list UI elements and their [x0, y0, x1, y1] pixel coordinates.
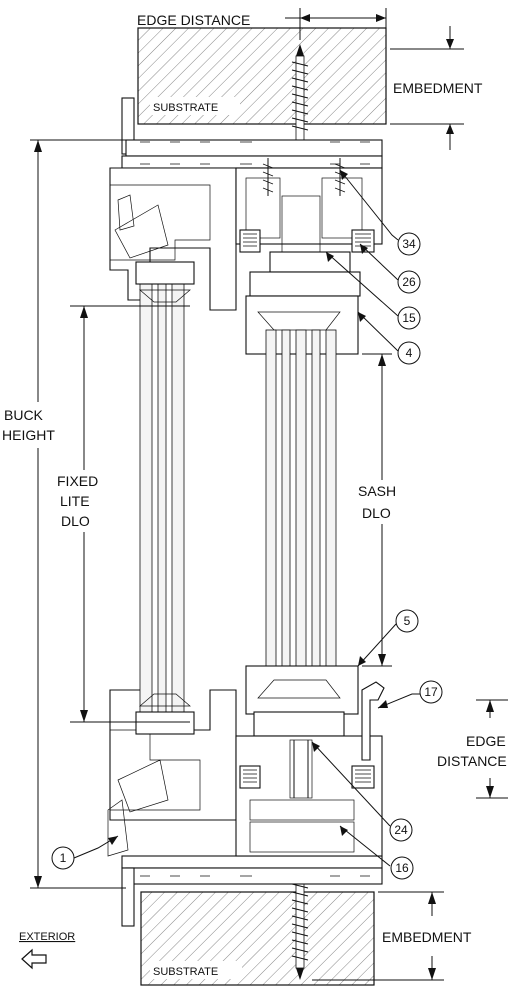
sash-dlo-label-line2: DLO: [362, 505, 391, 521]
callout-16-number: 16: [395, 861, 409, 875]
left-arrow-icon: [21, 948, 47, 970]
callout-34-number: 34: [402, 237, 416, 251]
callout-4: 4: [357, 311, 421, 365]
exterior-indicator: EXTERIOR: [19, 931, 75, 970]
fixed-lite-label-line1: FIXED: [57, 473, 98, 489]
callout-17-number: 17: [424, 685, 438, 699]
buck-height-dimension: BUCK HEIGHT: [2, 139, 126, 889]
fixed-lite-label-line2: LITE: [60, 493, 90, 509]
edge-distance-top-label: EDGE DISTANCE: [137, 12, 250, 28]
callout-5: 5: [357, 609, 419, 667]
embedment-top-label: EMBEDMENT: [393, 80, 483, 96]
fixed-lite-label-line3: DLO: [61, 513, 90, 529]
embedment-bottom-label: EMBEDMENT: [382, 929, 472, 945]
callout-26: 26: [359, 243, 421, 294]
embedment-bottom-dimension: EMBEDMENT: [312, 891, 472, 981]
substrate-bottom-label: SUBSTRATE: [153, 966, 218, 978]
sash-dlo-label-line1: SASH: [358, 483, 396, 499]
edge-distance-right-dimension: EDGE DISTANCE: [437, 699, 508, 799]
bottom-substrate: SUBSTRATE: [140, 891, 375, 986]
embedment-top-dimension: EMBEDMENT: [390, 26, 483, 150]
callout-26-number: 26: [402, 275, 416, 289]
edge-distance-top-dimension: EDGE DISTANCE: [137, 8, 387, 40]
callout-1: 1: [51, 835, 119, 870]
callout-34: 34: [339, 169, 421, 256]
substrate-top-label: SUBSTRATE: [153, 102, 218, 114]
callout-4-number: 4: [406, 346, 413, 360]
callout-24-number: 24: [394, 823, 408, 837]
operable-sash: [245, 295, 359, 737]
exterior-label: EXTERIOR: [19, 931, 75, 943]
buck-height-label-line2: HEIGHT: [2, 427, 55, 443]
callout-1-number: 1: [60, 851, 67, 865]
sash-sill-frame: [235, 681, 385, 857]
callout-24: 24: [311, 741, 413, 842]
callout-16: 16: [339, 825, 414, 880]
fixed-lite-glass: [135, 261, 195, 735]
sash-head-frame: [235, 158, 383, 297]
top-substrate: SUBSTRATE: [137, 27, 387, 125]
buck-height-label-line1: BUCK: [4, 407, 44, 423]
callout-15: 15: [325, 251, 421, 330]
callout-17: 17: [377, 680, 443, 709]
edge-distance-right-line2: DISTANCE: [437, 753, 507, 769]
head-frame: [121, 97, 383, 169]
sash-dlo-dimension: SASH DLO: [355, 353, 407, 667]
callout-15-number: 15: [402, 311, 416, 325]
fixed-lite-dlo-dimension: FIXED LITE DLO: [55, 305, 190, 723]
callout-5-number: 5: [404, 614, 411, 628]
edge-distance-right-line1: EDGE: [466, 733, 506, 749]
